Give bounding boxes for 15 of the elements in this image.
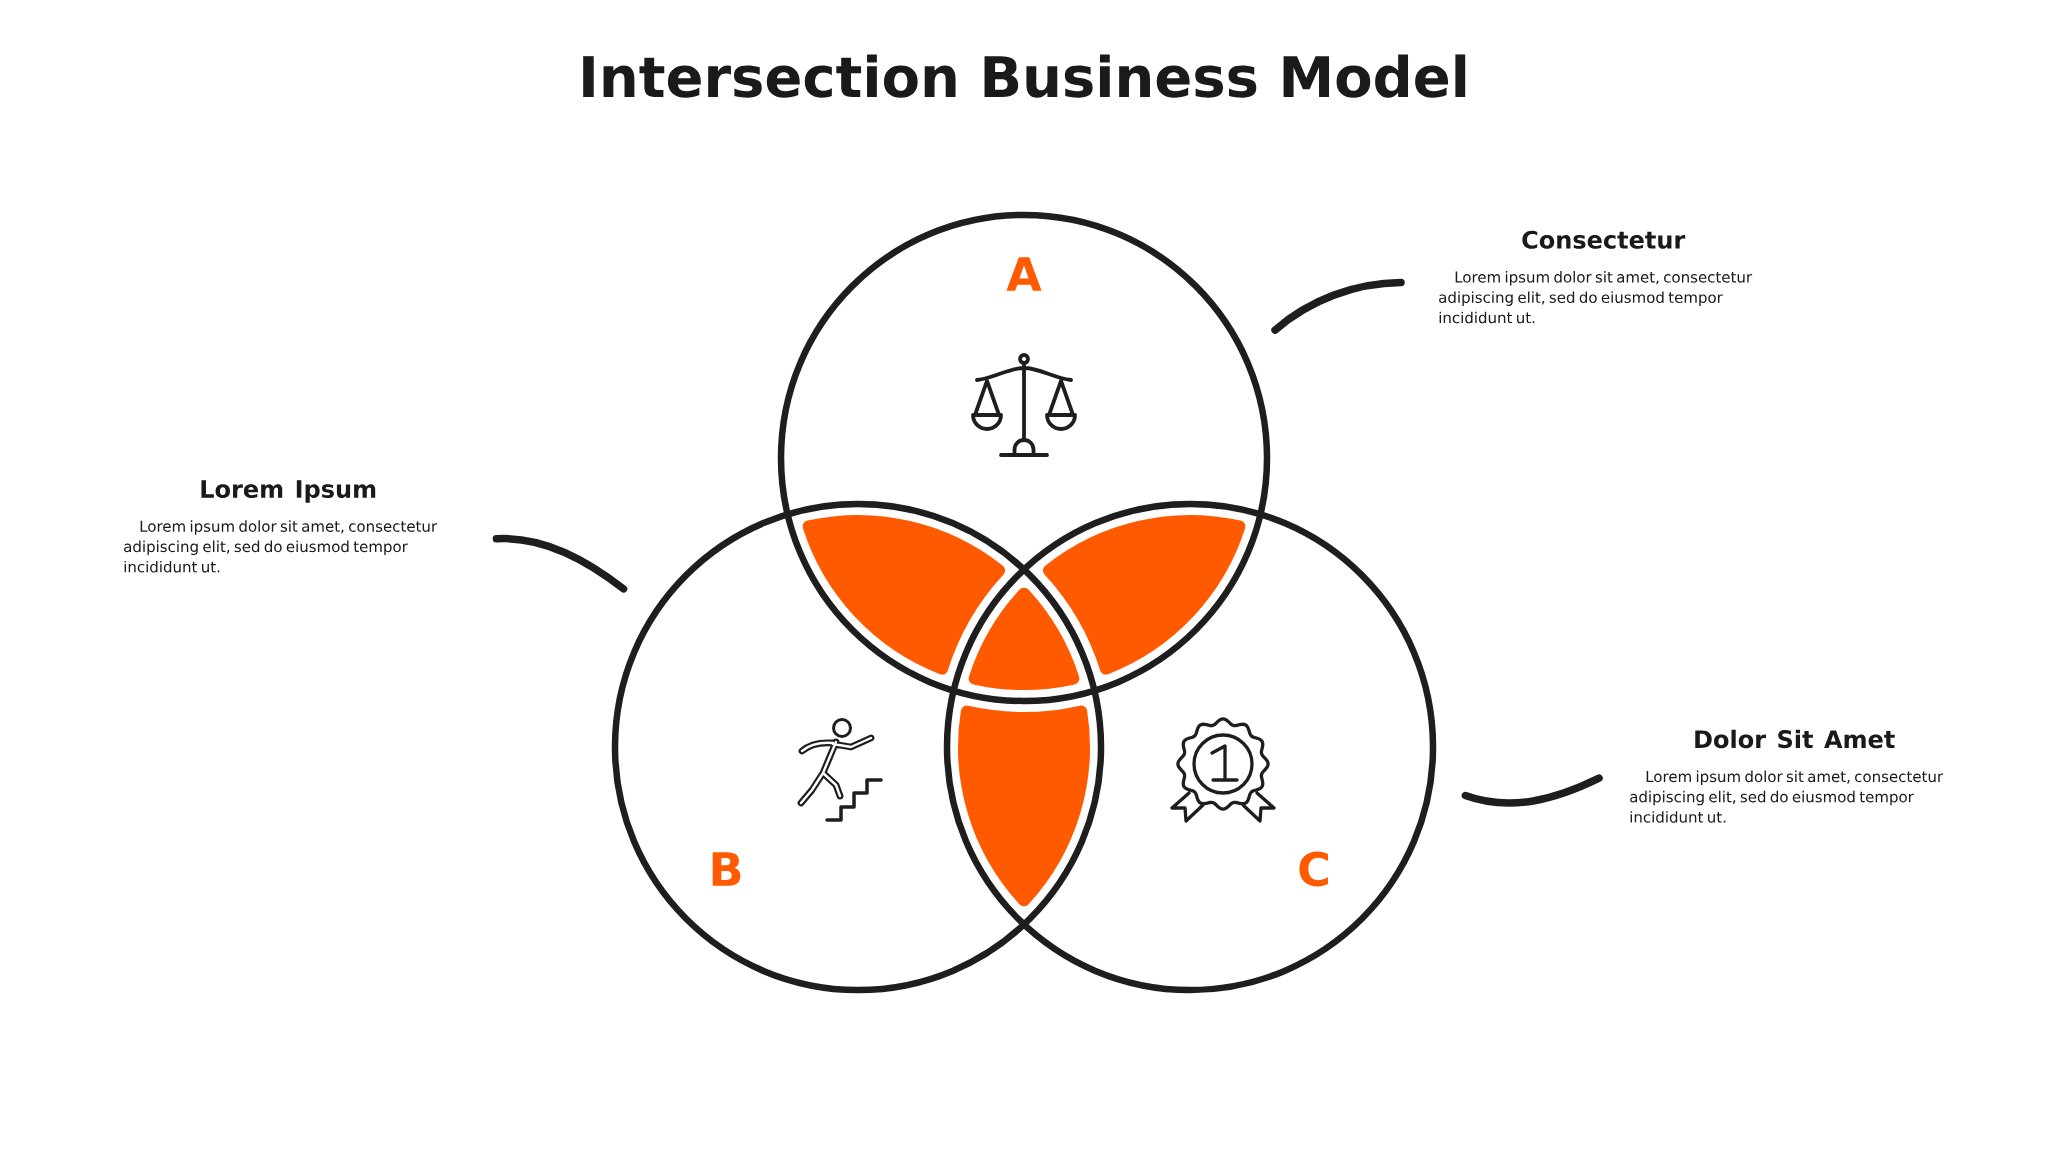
letter-label: B: [712, 852, 741, 886]
connector-arc: [1461, 774, 1603, 807]
overlap-region: [958, 705, 1090, 907]
heading: Lorem Ipsum: [201, 480, 376, 503]
heading: Consectetur: [1522, 230, 1686, 249]
connector-arc: [1271, 278, 1405, 334]
letter-label: A: [1006, 257, 1042, 291]
overlap-region: [968, 587, 1080, 690]
connector-arc: [492, 534, 628, 593]
title: Intersection Business Model: [583, 54, 1466, 98]
letter-label: C: [1299, 851, 1328, 887]
body-text: Lorem ipsum dolor sit amet, consectetur adipiscing elit, sed do eiusmod tempor incididunt ut.: [1439, 271, 1753, 324]
body-text: Lorem ipsum dolor sit amet, consectetur adipiscing elit, sed do eiusmod tempor incididunt ut.: [1630, 770, 1944, 823]
heading: Dolor Sit Amet: [1695, 729, 1895, 749]
body-text: Lorem ipsum dolor sit amet, consectetur adipiscing elit, sed do eiusmod tempor incididunt ut.: [124, 520, 438, 573]
